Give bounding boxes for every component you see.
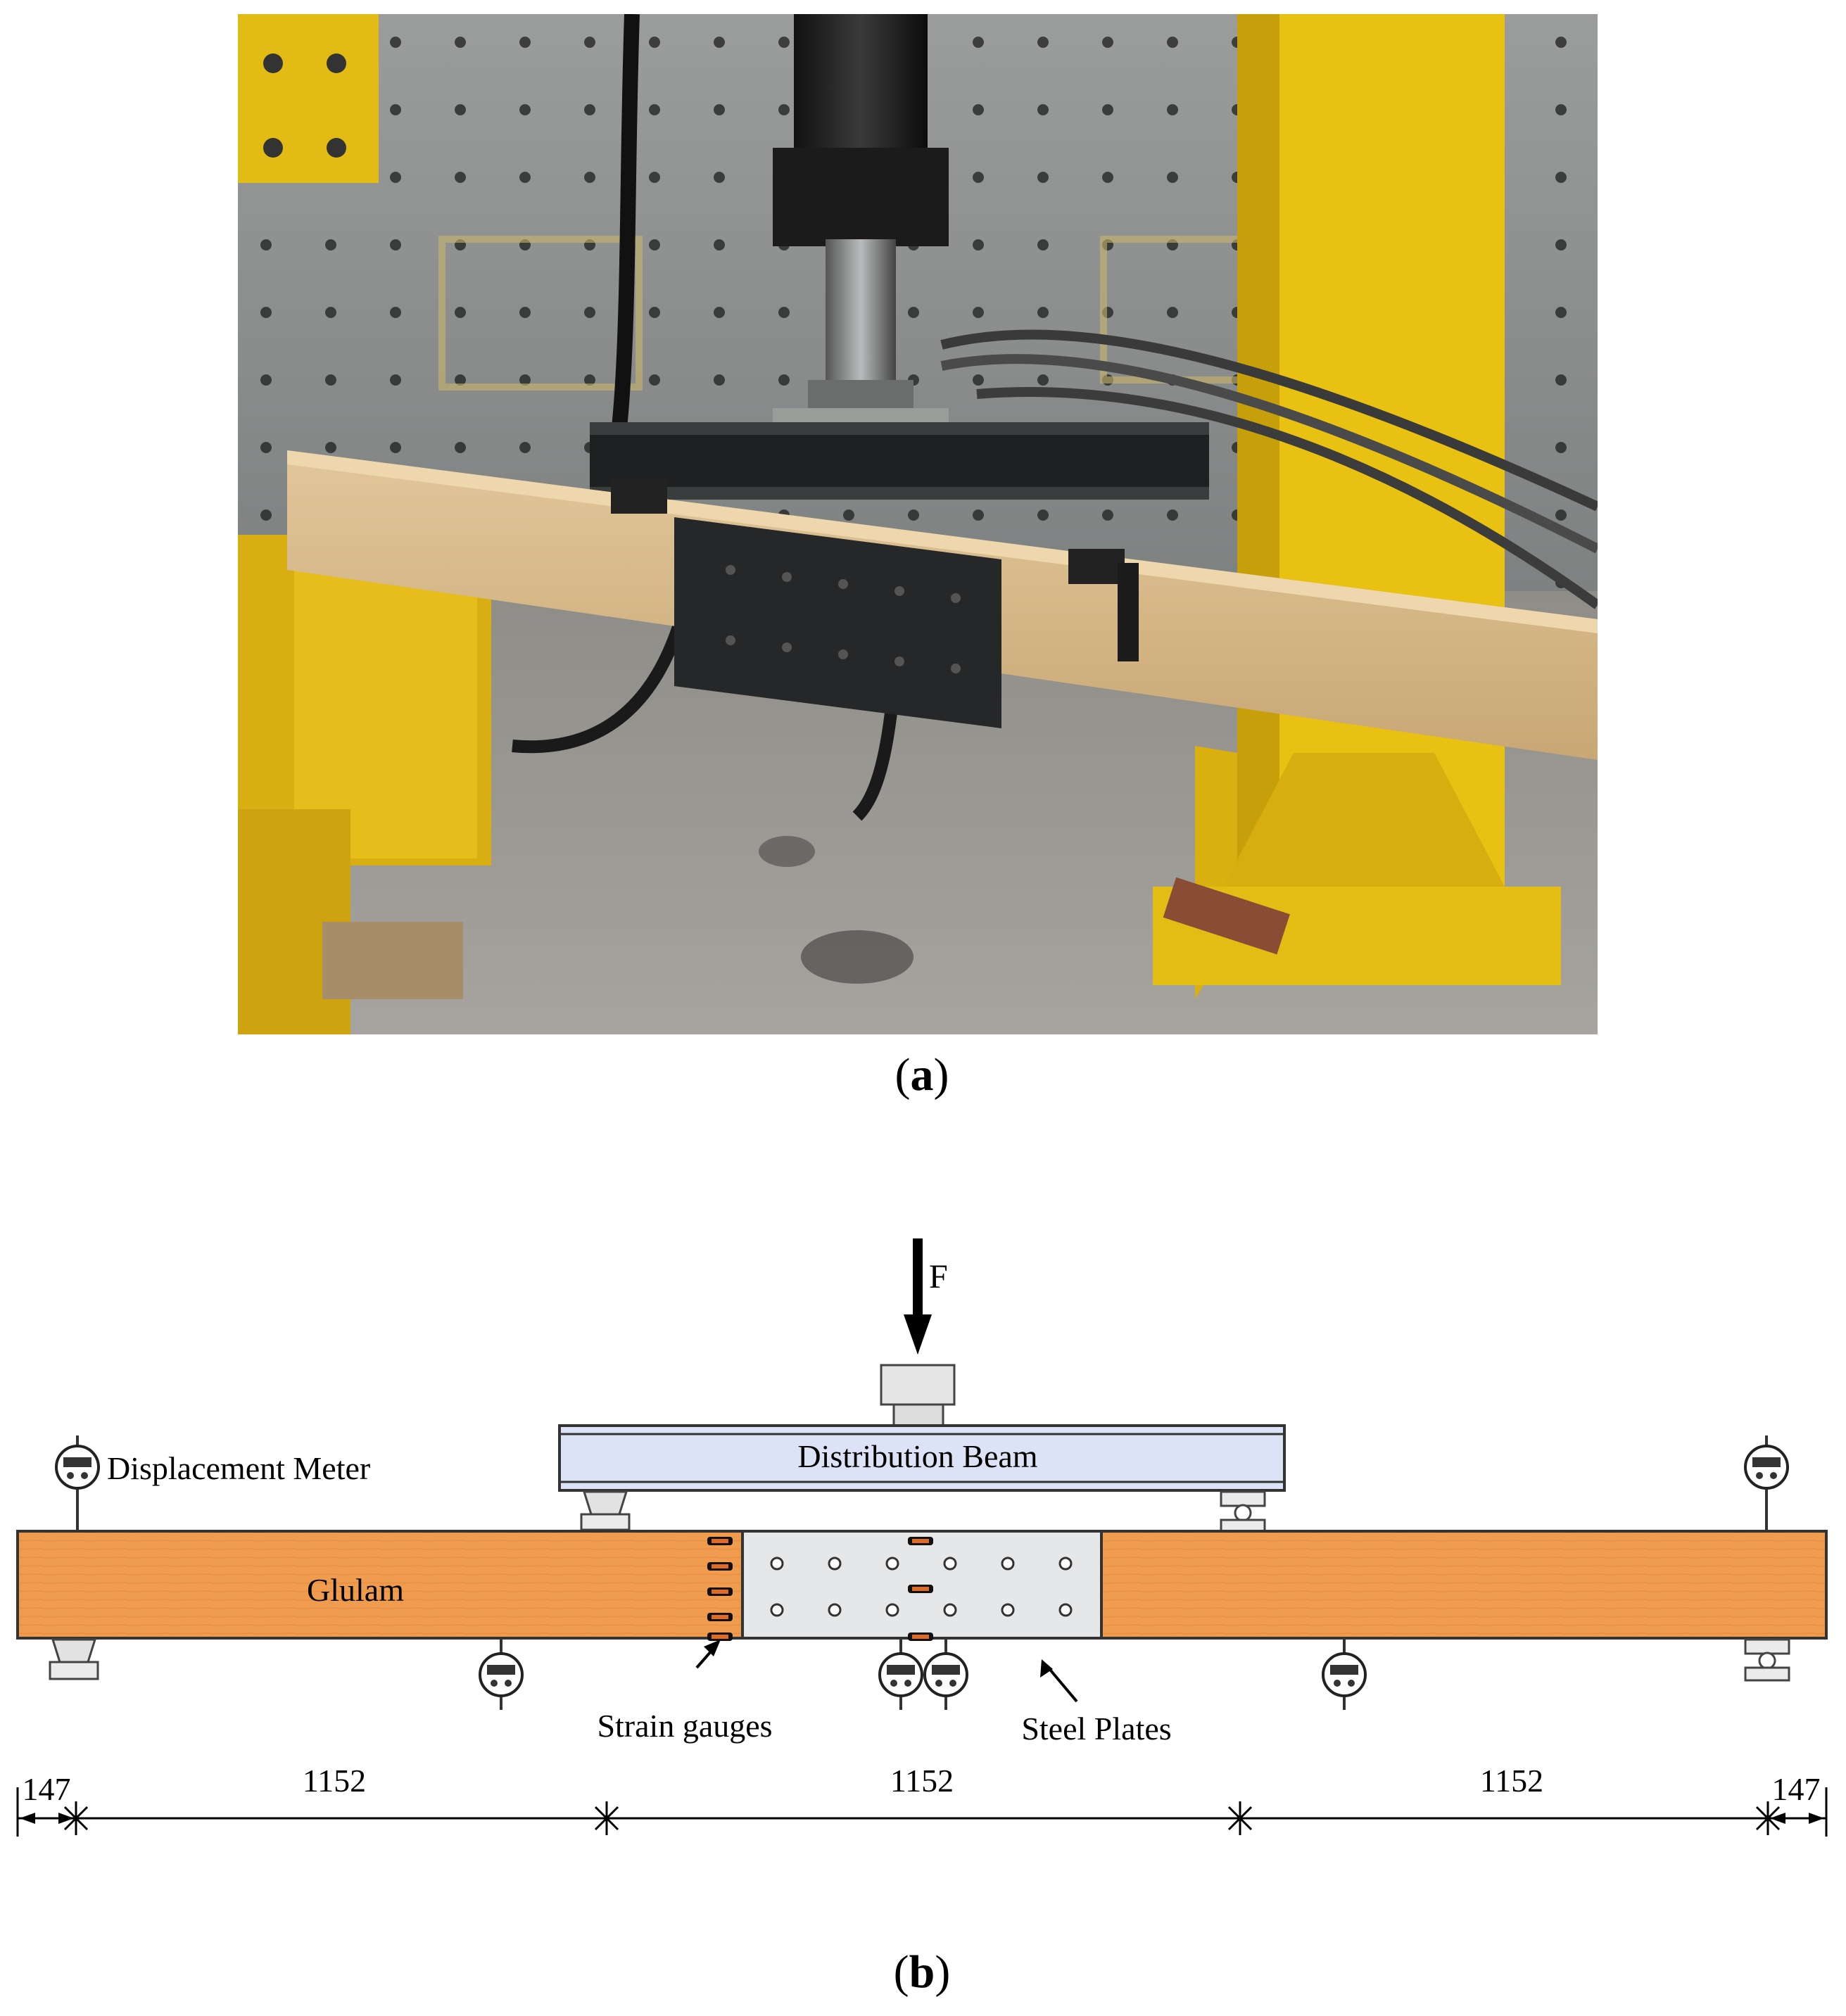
bearing-block xyxy=(1068,549,1125,584)
steel-plates-leader xyxy=(1040,1659,1078,1703)
glulam-label: Glulam xyxy=(307,1572,404,1608)
dimension-label-147-left: 147 xyxy=(23,1771,71,1807)
displacement-meter-top-right xyxy=(1744,1435,1789,1531)
steel-side-plate xyxy=(674,517,1001,728)
caption-a: (a) xyxy=(852,1048,992,1102)
steel-plate xyxy=(741,1530,1103,1640)
yellow-bracket xyxy=(238,14,379,183)
wall-marking xyxy=(438,236,643,391)
column-flange xyxy=(1237,14,1279,908)
test-photo xyxy=(238,13,1601,1034)
loading-head-stem xyxy=(892,1403,944,1427)
load-point-left xyxy=(580,1490,631,1531)
caption-b-close: ) xyxy=(935,1946,951,1998)
caption-b: (b) xyxy=(852,1946,992,1999)
displacement-meter-bottom-4 xyxy=(1322,1638,1367,1710)
distribution-beam-label: Distribution Beam xyxy=(797,1438,1037,1474)
caption-b-letter: b xyxy=(909,1946,935,1998)
actuator-cylinder xyxy=(794,14,928,155)
floor-stain xyxy=(759,836,815,867)
steel-plates-label: Steel Plates xyxy=(1021,1711,1171,1746)
dimension-label-1152-1: 1152 xyxy=(303,1763,366,1799)
caption-a-letter: a xyxy=(910,1049,934,1101)
displacement-meter-bottom-1 xyxy=(479,1638,524,1710)
support-left xyxy=(49,1638,99,1680)
sensor-cable xyxy=(976,387,1601,609)
caption-a-open: ( xyxy=(894,1049,911,1101)
loading-head xyxy=(880,1364,956,1406)
floor-stain xyxy=(801,930,913,984)
dimension-label-147-right: 147 xyxy=(1772,1771,1821,1807)
timber-block xyxy=(322,922,463,999)
steel-distribution-beam xyxy=(590,422,1209,500)
test-setup-photo-illustration xyxy=(238,13,1601,1034)
glulam-right xyxy=(1100,1530,1828,1640)
actuator-rod xyxy=(826,239,896,394)
rusty-plate xyxy=(1163,877,1290,955)
support-right xyxy=(1744,1638,1790,1682)
clamp-bracket xyxy=(1118,563,1139,661)
actuator-collar xyxy=(773,148,949,246)
dimension-label-1152-3: 1152 xyxy=(1480,1763,1543,1799)
displacement-meter-top-left xyxy=(55,1435,100,1531)
displacement-meter-bottom-3 xyxy=(923,1638,968,1710)
sensor-cable xyxy=(940,354,1600,554)
bearing-block xyxy=(611,478,667,514)
strain-gauges-leader xyxy=(695,1640,721,1669)
force-label: F xyxy=(929,1258,948,1295)
distribution-beam xyxy=(558,1424,1286,1492)
sensor-cable xyxy=(940,329,1600,512)
strain-gauges-label: Strain gauges xyxy=(597,1708,772,1744)
diagram-svg: F Distribution Beam Glulam xyxy=(16,1238,1828,1837)
test-setup-diagram: F Distribution Beam Glulam xyxy=(0,1224,1846,1844)
bolt-holes xyxy=(770,1557,1073,1617)
dimension-label-1152-2: 1152 xyxy=(890,1763,954,1799)
force-arrow-head xyxy=(904,1314,932,1355)
column-stiffener xyxy=(1223,753,1505,887)
caption-b-open: ( xyxy=(893,1946,909,1998)
dimension-line xyxy=(16,1787,1828,1837)
load-point-right xyxy=(1220,1490,1266,1533)
displacement-meter-bottom-2 xyxy=(878,1638,923,1710)
caption-a-close: ) xyxy=(933,1049,949,1101)
displacement-meter-label: Displacement Meter xyxy=(107,1450,370,1486)
left-support-front xyxy=(294,549,477,858)
